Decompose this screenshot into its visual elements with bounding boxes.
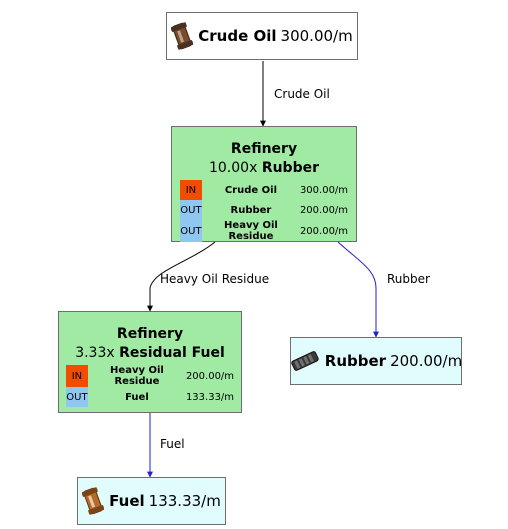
io-rate: 300.00/m [299, 184, 349, 196]
input-tag: IN [65, 365, 88, 387]
io-rate: 200.00/m [299, 204, 349, 216]
io-row: IN Crude Oil 300.00/m [179, 180, 349, 200]
output-tag: OUT [65, 387, 88, 407]
edge-label-heavy-oil-residue: Heavy Oil Residue [160, 272, 270, 286]
refinery-rubber-io-table: IN Crude Oil 300.00/m OUT Rubber 200.00/… [179, 180, 349, 242]
fuel-output-rate: 133.33/m [148, 492, 221, 510]
refinery-residual-fuel-node[interactable]: Refinery 3.33x Residual Fuel IN Heavy Oi… [58, 311, 242, 413]
crude-oil-icon [171, 21, 194, 51]
fuel-output-node[interactable]: Fuel 133.33/m [77, 477, 226, 525]
io-item: Rubber [230, 204, 272, 216]
rubber-icon [290, 349, 320, 373]
io-rate: 133.33/m [185, 391, 235, 403]
rubber-output-name: Rubber [324, 352, 387, 370]
refinery-fuel-multiplier: 3.33x [75, 345, 115, 361]
refinery-rubber-multiplier: 10.00x [208, 160, 258, 176]
crude-oil-source-name: Crude Oil [198, 27, 277, 45]
edge-label-fuel: Fuel [160, 437, 185, 451]
refinery-rubber-subtitle: 10.00x Rubber [172, 160, 356, 176]
refinery-fuel-recipe: Residual Fuel [119, 345, 225, 361]
io-row: IN Heavy Oil Residue 200.00/m [65, 365, 235, 387]
io-rate: 200.00/m [185, 370, 235, 382]
io-rate: 200.00/m [299, 225, 349, 237]
io-item: Heavy Oil Residue [110, 365, 164, 387]
edge-label-rubber: Rubber [387, 272, 430, 286]
input-tag: IN [179, 180, 202, 200]
edge-refinery-to-fuel-refinery [147, 241, 216, 312]
output-tag: OUT [179, 220, 202, 242]
rubber-output-node[interactable]: Rubber 200.00/m [290, 337, 462, 385]
rubber-output-rate: 200.00/m [390, 352, 463, 370]
refinery-rubber-recipe: Rubber [261, 160, 320, 176]
refinery-fuel-subtitle: 3.33x Residual Fuel [59, 345, 241, 361]
refinery-fuel-title: Refinery [116, 326, 184, 342]
refinery-rubber-node[interactable]: Refinery 10.00x Rubber IN Crude Oil 300.… [171, 126, 357, 242]
io-item: Heavy Oil Residue [224, 220, 278, 242]
crude-oil-source-node[interactable]: Crude Oil 300.00/m [166, 12, 358, 60]
io-item: Fuel [125, 391, 149, 403]
io-row: OUT Heavy Oil Residue 200.00/m [179, 220, 349, 242]
fuel-icon [82, 486, 105, 516]
edge-label-crude-oil: Crude Oil [274, 87, 330, 101]
io-item: Crude Oil [224, 184, 278, 196]
crude-oil-source-rate: 300.00/m [280, 27, 353, 45]
edge-refinery-to-rubber [337, 241, 379, 338]
fuel-output-name: Fuel [109, 492, 145, 510]
refinery-rubber-title: Refinery [230, 141, 298, 157]
io-row: OUT Rubber 200.00/m [179, 200, 349, 220]
refinery-fuel-io-table: IN Heavy Oil Residue 200.00/m OUT Fuel 1… [65, 365, 235, 407]
output-tag: OUT [179, 200, 202, 220]
io-row: OUT Fuel 133.33/m [65, 387, 235, 407]
